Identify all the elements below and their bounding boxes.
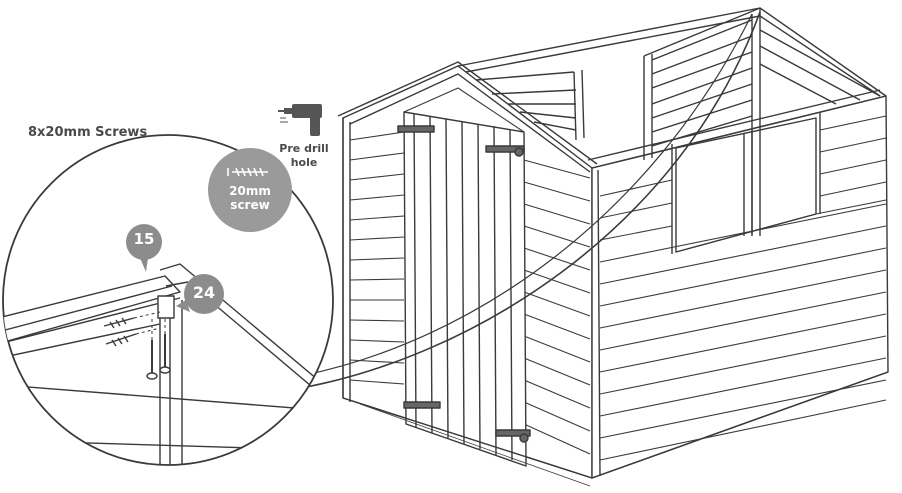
part-number-15: 15 (133, 230, 155, 248)
screws-label: 8x20mm Screws (28, 125, 148, 140)
predrill-line2: hole (290, 156, 318, 169)
screw-size-label: 20mm screw (212, 184, 288, 212)
detail-view (3, 263, 331, 465)
screw-icon (227, 167, 268, 177)
part-badge-15 (126, 224, 162, 260)
shed-door (397, 111, 531, 467)
predrill-label: Pre drill hole (276, 142, 332, 170)
side-cladding (599, 115, 887, 461)
screw-size-badge (208, 148, 292, 232)
hinge (403, 401, 441, 409)
shed-roof-frame (457, 7, 887, 236)
hinge (495, 429, 531, 437)
shed-side-wall (591, 95, 889, 479)
hinge (397, 125, 435, 133)
drill-icon (278, 104, 322, 136)
part-number-24: 24 (192, 283, 216, 302)
screw-icon (103, 317, 171, 380)
screw-size-line1: 20mm (229, 184, 271, 198)
predrill-line1: Pre drill (279, 142, 329, 155)
front-cladding (349, 87, 591, 455)
callout-leader (289, 11, 761, 391)
screw-size-line2: screw (230, 198, 270, 212)
hinge (485, 145, 525, 153)
part-badge-24 (184, 274, 224, 314)
shed-base (591, 371, 889, 479)
